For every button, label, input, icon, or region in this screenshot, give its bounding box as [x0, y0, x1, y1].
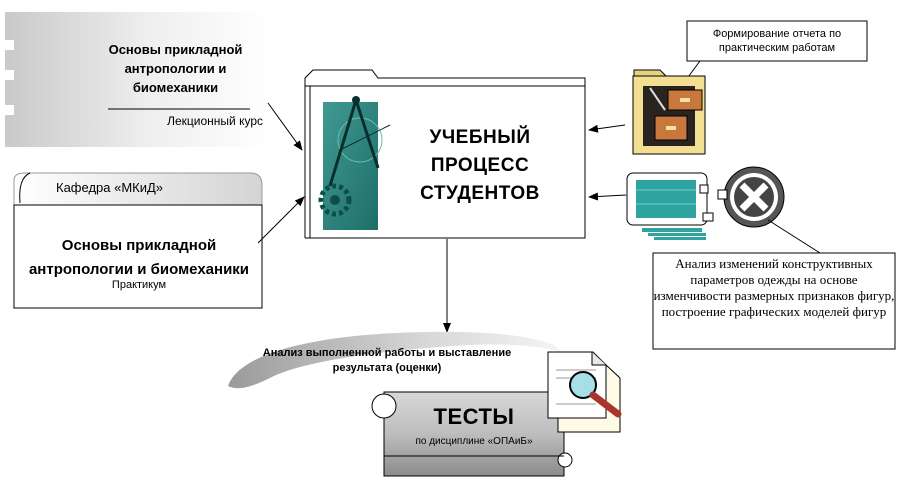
lecture-course-card — [5, 12, 270, 147]
report-callout-text: Формирование отчета по практическим рабо… — [712, 28, 842, 54]
compass-gear-icon — [318, 96, 391, 230]
report-callout-box — [649, 20, 868, 129]
tests-scroll — [371, 391, 573, 477]
document-magnifier-icon — [547, 351, 622, 433]
lecture-course-title: Основы прикладной антропологии и биомеха… — [108, 42, 243, 95]
file-cabinet-icon — [632, 69, 706, 155]
tests-subtitle: по дисциплине «ОПАиБ» — [415, 436, 533, 447]
computer-monitor-icon — [626, 172, 714, 240]
practicum-title: Основы прикладной антропологии и биомеха… — [28, 237, 250, 278]
central-process-title: УЧЕБНЫЙ ПРОЦЕСС СТУДЕНТОВ — [420, 127, 540, 204]
arrow-practicum — [257, 196, 305, 244]
arrow-report — [588, 124, 626, 133]
film-reel-icon — [717, 166, 785, 228]
evaluation-text: Анализ выполненной работы и выставление … — [262, 347, 512, 374]
analysis-callout-box — [652, 219, 896, 350]
tests-title: ТЕСТЫ — [433, 404, 515, 429]
practicum-subtitle: Практикум — [111, 279, 167, 291]
lecture-course-subtitle: Лекционный курс — [167, 114, 263, 128]
department-label: Кафедра «МКиД» — [56, 180, 164, 195]
evaluation-banner — [228, 331, 560, 389]
arrow-lecture — [267, 102, 303, 151]
analysis-callout-text: Анализ изменений конструктивных параметр… — [653, 256, 895, 319]
practicum-folder — [13, 172, 263, 309]
arrow-analysis — [588, 192, 627, 201]
